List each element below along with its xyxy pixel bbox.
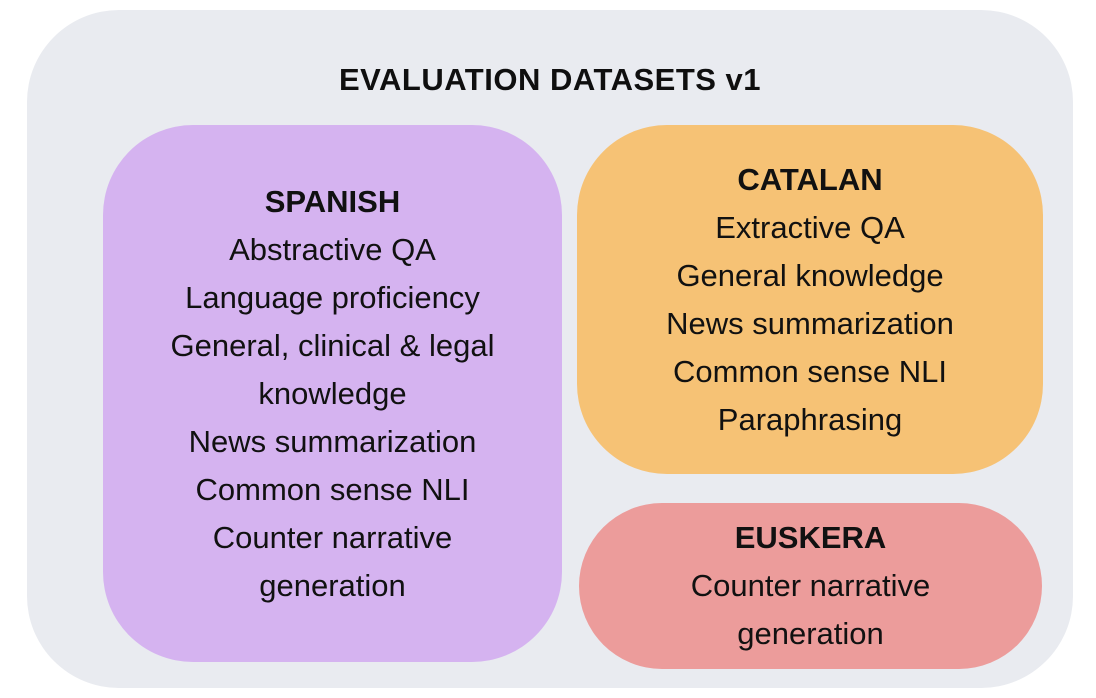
dataset-item: Language proficiency (185, 279, 480, 315)
dataset-item: Paraphrasing (717, 401, 903, 437)
catalan-group-card: CATALAN Extractive QA General knowledge … (577, 125, 1043, 474)
dataset-item: News summarization (188, 423, 477, 459)
evaluation-datasets-panel: EVALUATION DATASETS v1 SPANISH Abstracti… (27, 10, 1073, 688)
dataset-item: General knowledge (676, 257, 944, 293)
dataset-item: Abstractive QA (229, 231, 436, 267)
catalan-group-title: CATALAN (737, 161, 883, 197)
dataset-item: Extractive QA (715, 209, 905, 245)
euskera-group-card: EUSKERA Counter narrative generation (579, 503, 1042, 669)
diagram-title: EVALUATION DATASETS v1 (338, 62, 762, 97)
dataset-item: News summarization (666, 305, 954, 341)
dataset-item: Common sense NLI (195, 471, 470, 507)
dataset-item: Counter narrative generation (212, 519, 453, 603)
dataset-item: Counter narrative generation (690, 568, 931, 651)
dataset-item: General, clinical & legal knowledge (170, 327, 495, 411)
spanish-group-title: SPANISH (264, 183, 401, 219)
spanish-group-card: SPANISH Abstractive QA Language proficie… (103, 125, 562, 662)
dataset-item: Common sense NLI (673, 353, 947, 389)
euskera-group-title: EUSKERA (734, 520, 887, 555)
